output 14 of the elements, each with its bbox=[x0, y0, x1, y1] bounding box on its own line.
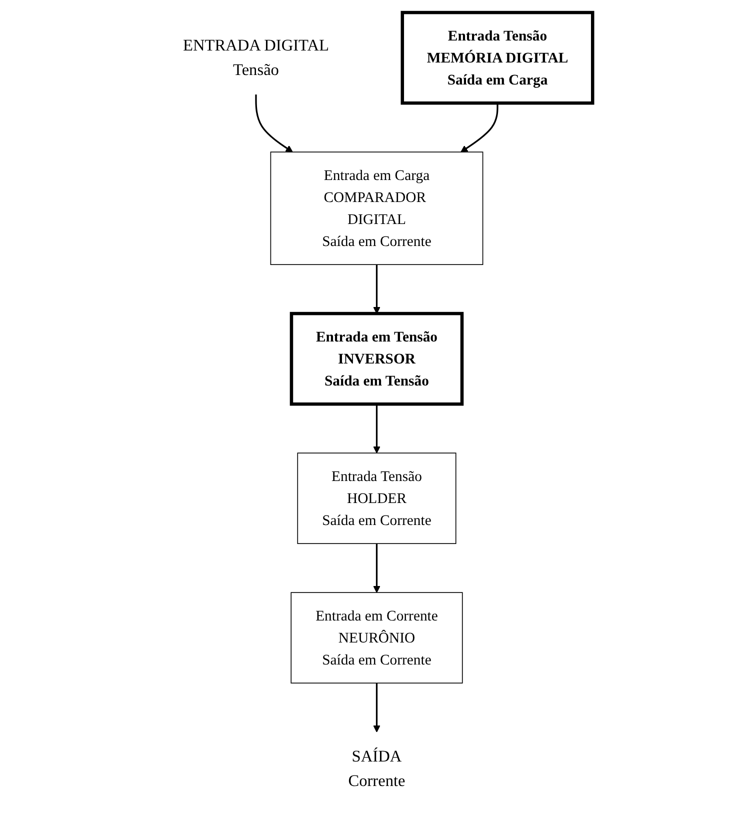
arrow bbox=[374, 683, 381, 732]
node-text: ENTRADA DIGITAL Tensão bbox=[183, 36, 330, 80]
arrow bbox=[374, 404, 381, 454]
flowchart: ENTRADA DIGITAL Tensão Entrada em Carga COMPARADOR DIGITAL Saída em Corrente Entrada em Tensão INVERSOR Saída em Tensão Entrada Tensão MEMÓRIA DIGITAL Saída em Carga Entrada Tensão HOLDER Saída em Corrente Entrada em Corrente NEURÔNIO Saída em Corrente SAÍDA Corrente bbox=[152, 6, 600, 812]
node-box bbox=[270, 152, 484, 266]
arrow bbox=[374, 544, 381, 593]
node-box bbox=[298, 452, 457, 544]
arrow bbox=[256, 94, 294, 152]
node-box bbox=[290, 312, 464, 406]
node-text: SAÍDA Corrente bbox=[348, 748, 406, 790]
arrow bbox=[374, 264, 381, 314]
arrow bbox=[461, 103, 499, 152]
node-box bbox=[291, 592, 464, 684]
node-box bbox=[401, 10, 595, 105]
